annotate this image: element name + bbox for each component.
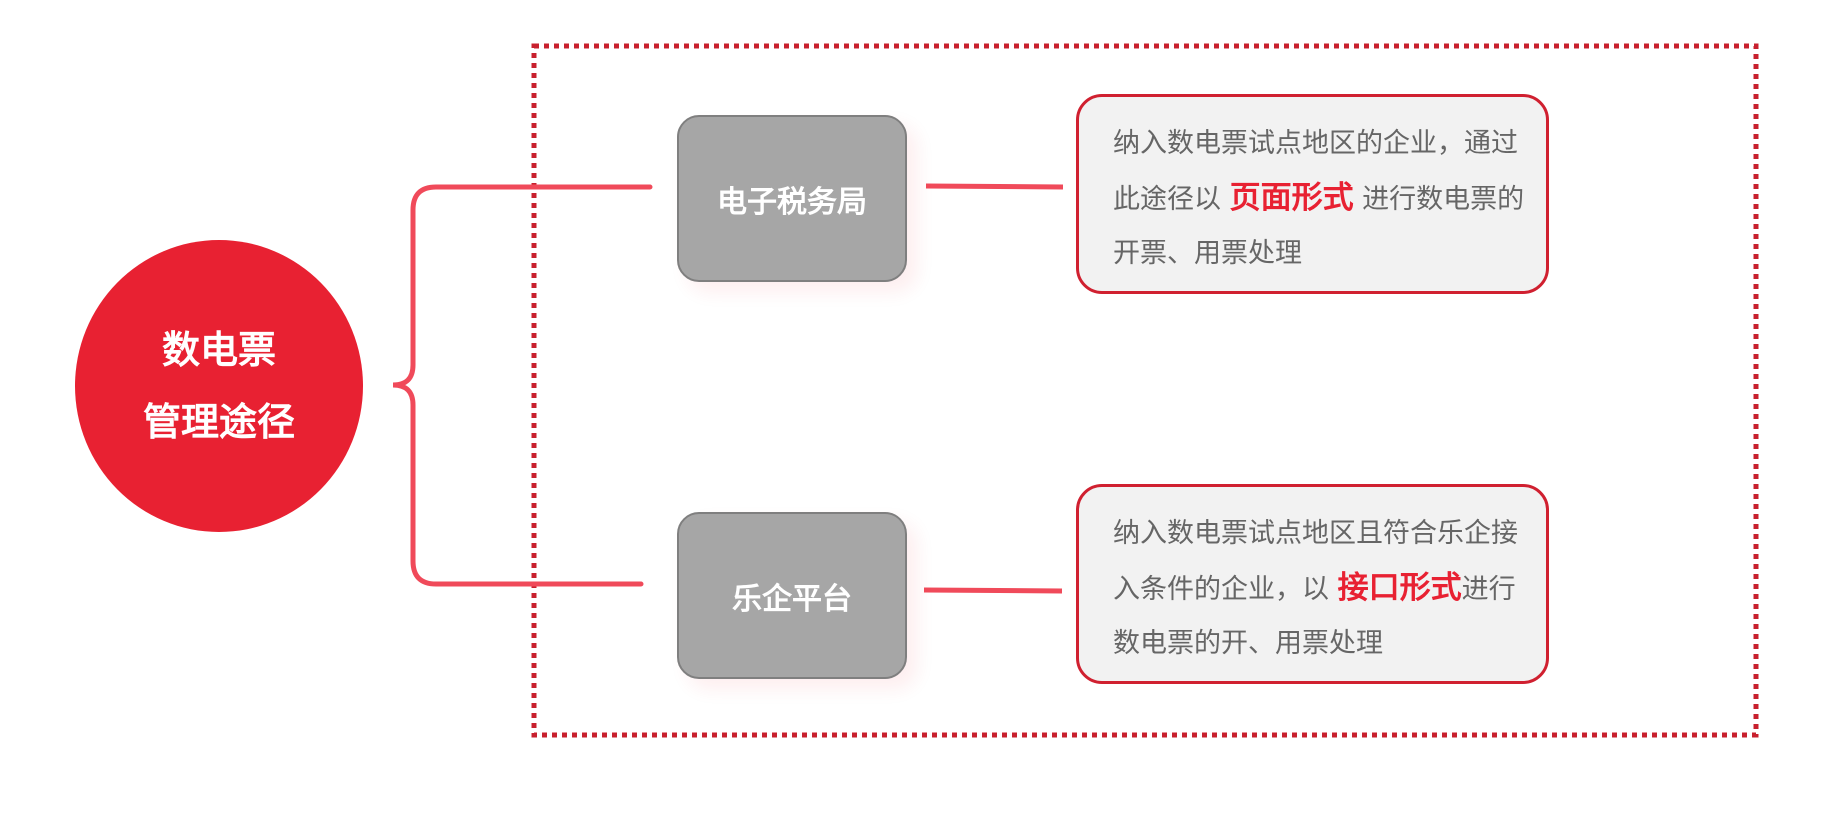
description-box-leqi-platform: 纳入数电票试点地区且符合乐企接入条件的企业，以 接口形式进行数电票的开、用票处理 [1076,484,1549,684]
description-text: 进行数电票的开、用票处理 [1113,574,1516,659]
node-label: 乐企平台 [732,581,852,617]
description-highlight: 接口形式 [1337,570,1462,606]
description-text: 纳入数电票试点地区的企业，通过此途径以 [1113,128,1518,215]
description-text: 纳入数电票试点地区且符合乐企接入条件的企业，以 [1113,518,1518,605]
brace-connector [392,184,653,587]
description-text: 进行数电票的开票、用票处理 [1113,184,1525,269]
description-box-e-tax-bureau: 纳入数电票试点地区的企业，通过此途径以 页面形式 进行数电票的开票、用票处理 [1076,94,1549,294]
root-circle: 数电票 管理途径 [75,240,363,532]
node-label: 电子税务局 [717,184,867,220]
root-title-line1: 数电票 [161,328,276,372]
connector-line-bottom [923,587,1063,594]
root-title-line2: 管理途径 [142,400,295,444]
dotted-group-frame [531,43,1759,738]
connector-line-top [925,183,1064,190]
description-highlight: 页面形式 [1229,180,1354,216]
node-e-tax-bureau: 电子税务局 [677,115,907,282]
node-leqi-platform: 乐企平台 [677,512,907,679]
